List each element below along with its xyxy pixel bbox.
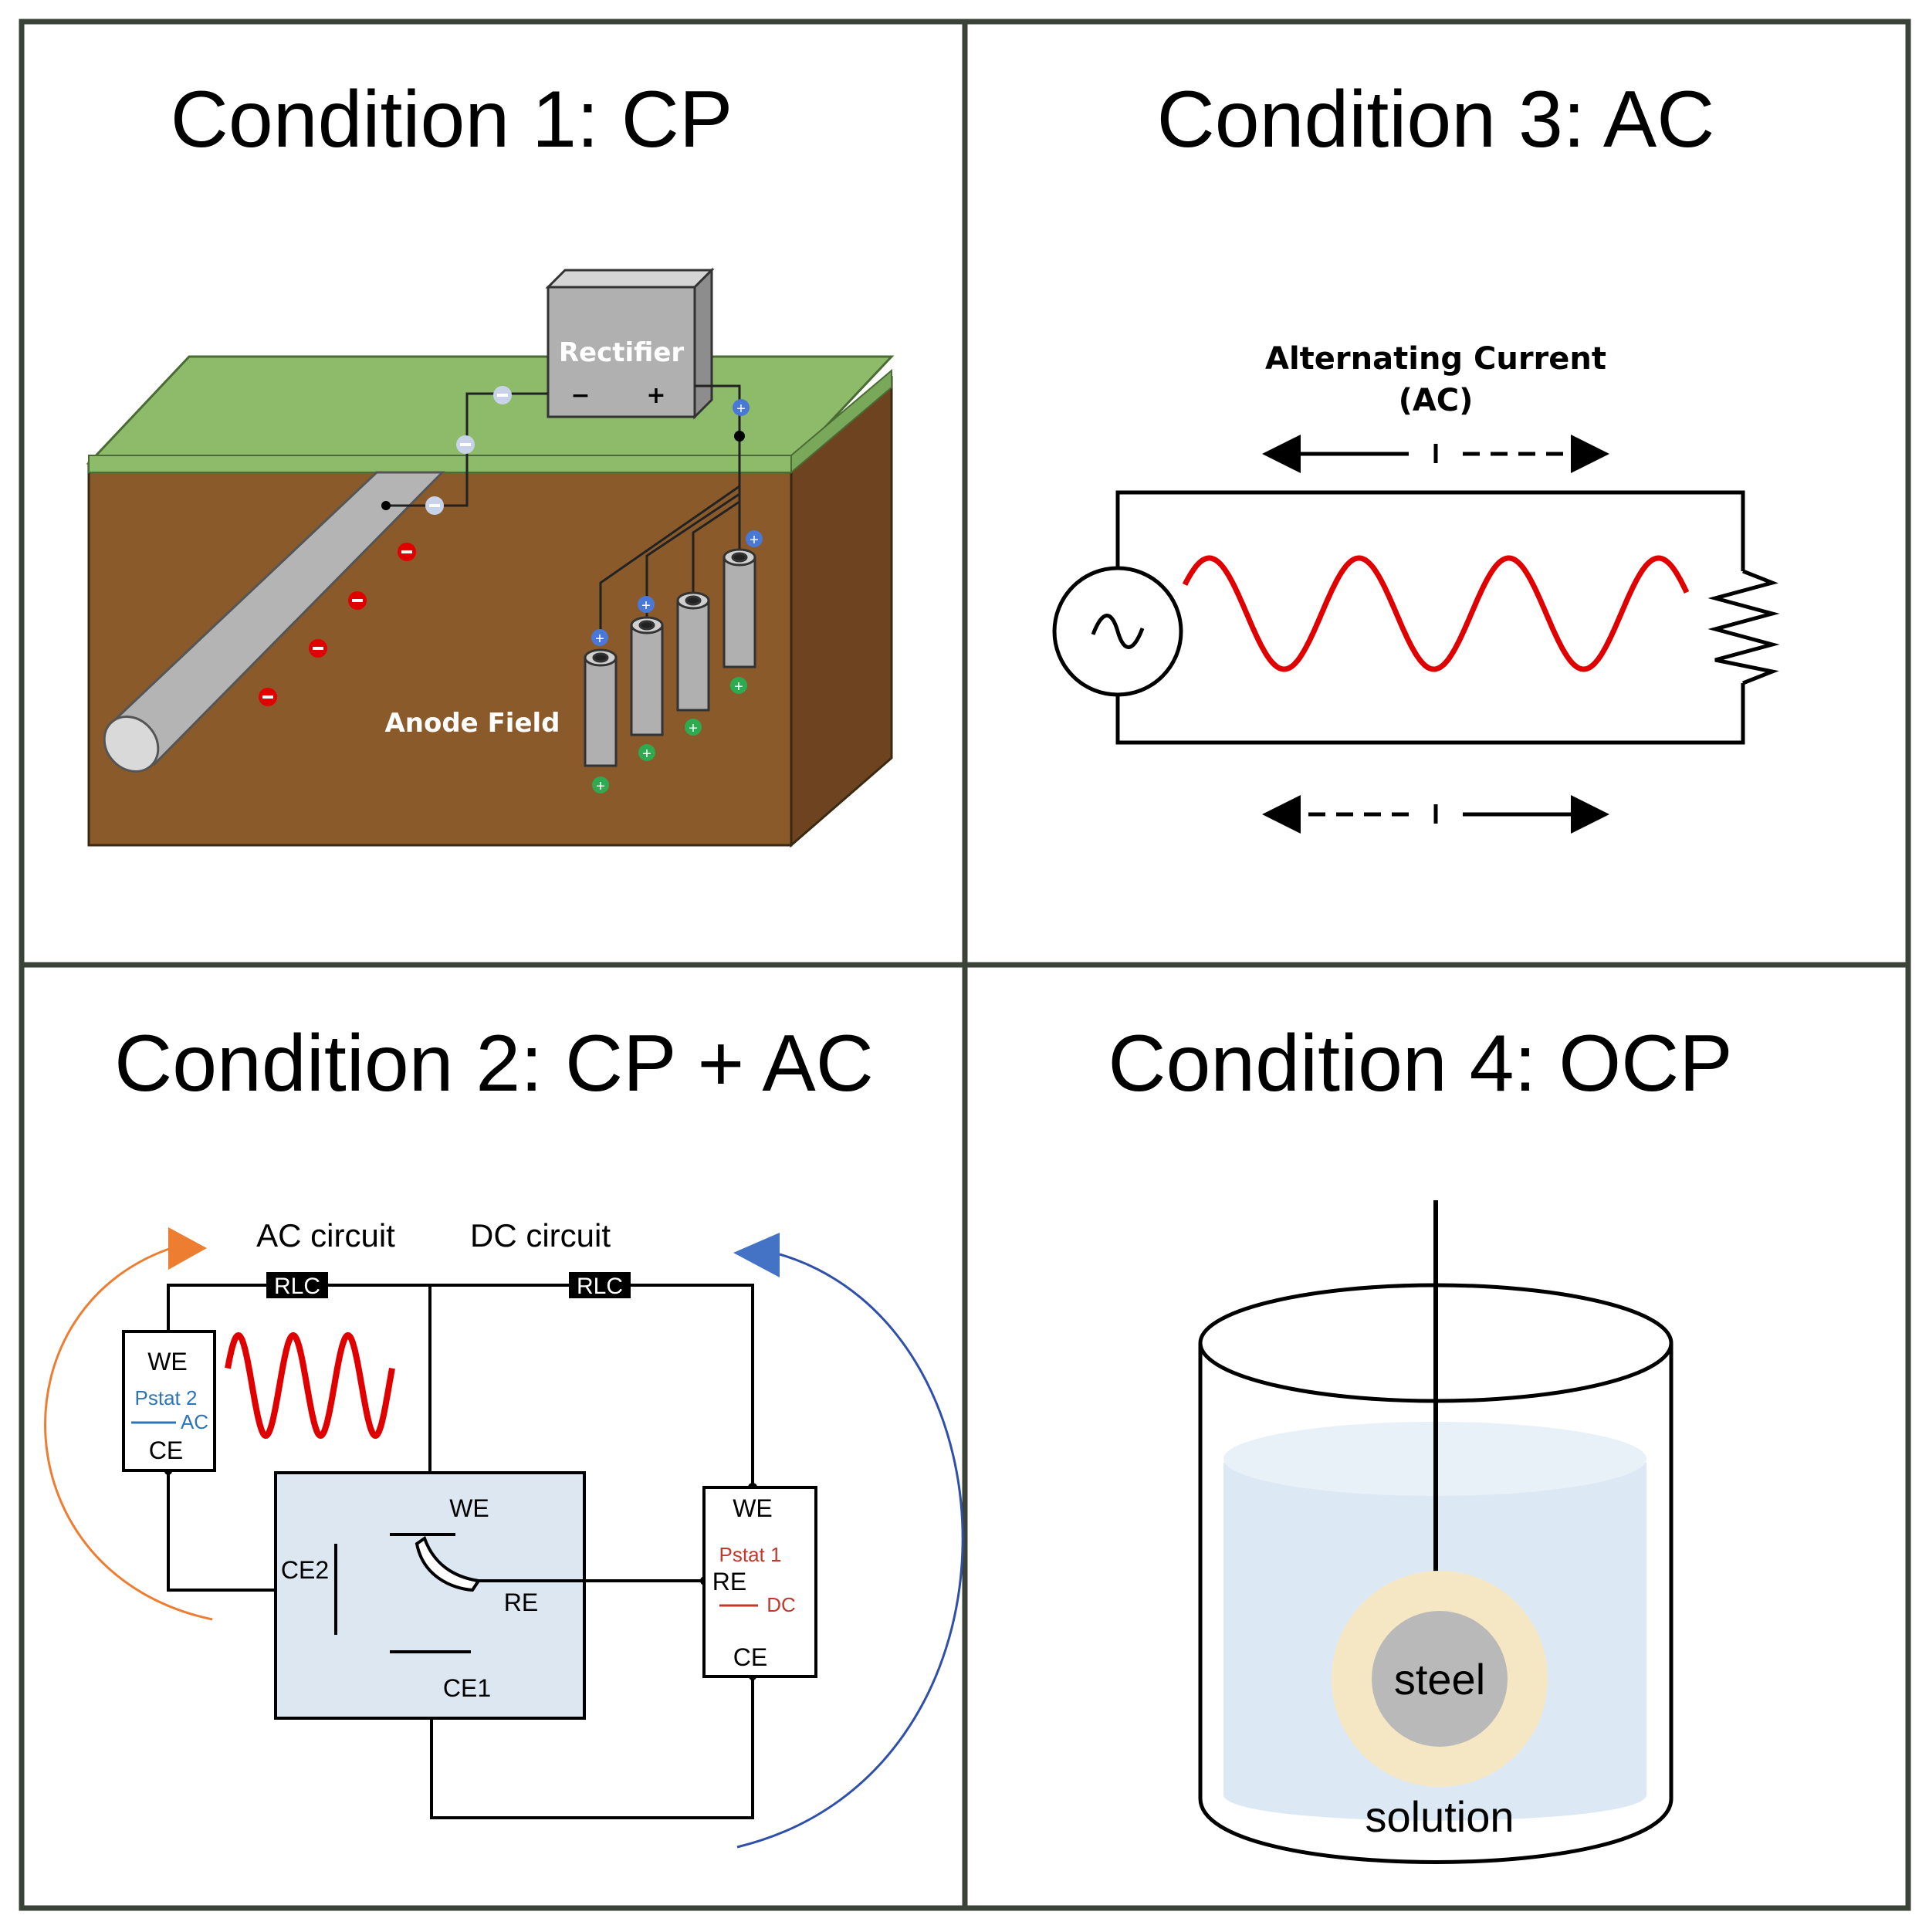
pstat1-name: Pstat 1 xyxy=(719,1543,782,1566)
wire-charges: + + + + xyxy=(425,386,763,648)
panel-2-title: Condition 2: CP + AC xyxy=(114,1019,874,1108)
cell-electrodes xyxy=(334,1533,705,1653)
rectifier-minus-terminal: − xyxy=(570,382,590,409)
negative-charge-icon xyxy=(398,543,416,561)
cp-ground-block xyxy=(86,355,895,848)
positive-charge-icon: + xyxy=(591,629,608,648)
cell-ce1-label: CE1 xyxy=(443,1674,491,1702)
ac-sine-wave xyxy=(1182,555,1690,672)
svg-text:+: + xyxy=(642,746,651,763)
steel-label: steel xyxy=(1394,1655,1485,1704)
negative-charge-icon xyxy=(259,688,277,706)
rectifier-label: Rectifier xyxy=(559,337,685,368)
pstat2-name: Pstat 2 xyxy=(135,1386,198,1409)
ac-source-icon xyxy=(1052,566,1183,697)
ac-direction-arrows-top xyxy=(1262,435,1609,473)
svg-text:+: + xyxy=(734,678,743,695)
cell-re-label: RE xyxy=(504,1589,538,1616)
pstat2-ce: CE xyxy=(149,1436,183,1464)
negative-charge-icon xyxy=(425,496,444,515)
ac-signal-wave xyxy=(225,1331,395,1440)
pstat2-box: WE Pstat 2 AC CE xyxy=(122,1330,216,1472)
ac-caption-line2: (AC) xyxy=(1399,383,1474,418)
svg-text:+: + xyxy=(736,401,746,418)
positive-charge-icon: + xyxy=(638,744,655,763)
positive-charge-icon: + xyxy=(746,530,763,549)
rlc-right-label: RLC xyxy=(577,1274,623,1299)
positive-charge-icon: + xyxy=(733,399,750,418)
svg-text:+: + xyxy=(689,720,698,737)
panel-4-title: Condition 4: OCP xyxy=(1108,1019,1732,1108)
buried-pipe xyxy=(103,471,445,773)
svg-text:+: + xyxy=(750,532,759,549)
panel-condition-3: Condition 3: AC Alternating Current (AC) xyxy=(1052,75,1780,834)
ac-caption-line1: Alternating Current xyxy=(1265,341,1606,377)
positive-charge-icon: + xyxy=(638,596,655,614)
rlc-right-box: RLC xyxy=(569,1272,631,1299)
electron-charges xyxy=(259,543,416,706)
positive-charge-icon: + xyxy=(685,719,702,737)
dc-loop-arrow xyxy=(733,1233,964,1849)
positive-charge-icon: + xyxy=(592,777,609,795)
resistor-icon xyxy=(1707,569,1780,685)
pstat1-ce: CE xyxy=(733,1643,767,1671)
anode-field: Anode Field xyxy=(384,548,756,767)
anode-field-label: Anode Field xyxy=(384,708,560,739)
pstat1-we: WE xyxy=(733,1494,773,1522)
steel-sample: steel xyxy=(1332,1571,1548,1787)
negative-charge-icon xyxy=(348,591,367,610)
pstat1-mode: DC xyxy=(767,1593,796,1616)
pstat1-re: RE xyxy=(712,1568,746,1595)
anode-charges: + + + + xyxy=(592,677,747,795)
pstat1-box: WE Pstat 1 RE DC CE xyxy=(702,1486,817,1678)
rectifier-box: Rectifier − + xyxy=(545,267,715,420)
pstat2-mode: AC xyxy=(181,1410,208,1433)
svg-text:+: + xyxy=(641,597,651,614)
negative-charge-icon xyxy=(456,435,475,454)
rectifier-ground-point xyxy=(734,431,745,442)
panel-grid-frame xyxy=(19,19,1911,1911)
rectifier-plus-terminal: + xyxy=(646,382,665,409)
svg-text:+: + xyxy=(596,778,605,795)
pipe-connection-point xyxy=(381,501,391,510)
panel-1-title: Condition 1: CP xyxy=(171,75,733,164)
panel-3-title: Condition 3: AC xyxy=(1157,75,1715,164)
panel-condition-2: Condition 2: CP + AC AC circuit DC circu… xyxy=(44,1019,964,1849)
negative-charge-icon xyxy=(493,386,512,404)
solution-label: solution xyxy=(1365,1792,1514,1841)
ac-circuit-loop xyxy=(1115,490,1780,745)
svg-text:+: + xyxy=(595,631,604,648)
negative-charge-icon xyxy=(309,639,327,658)
panel-condition-1: Condition 1: CP Rectifier − + xyxy=(86,75,895,848)
rlc-left-box: RLC xyxy=(266,1272,328,1299)
panel-condition-4: Condition 4: OCP steel solution xyxy=(1108,1019,1733,1864)
ac-direction-arrows-bottom xyxy=(1262,795,1609,834)
positive-charge-icon: + xyxy=(730,677,747,695)
ac-circuit-label: AC circuit xyxy=(256,1217,395,1254)
electrochemical-cell: WE CE2 RE CE1 xyxy=(274,1471,586,1720)
pstat2-we: WE xyxy=(147,1348,188,1375)
cell-we-label: WE xyxy=(449,1494,489,1522)
ac-loop-arrow xyxy=(44,1227,213,1621)
dc-circuit-label: DC circuit xyxy=(470,1217,611,1254)
cell-ce2-label: CE2 xyxy=(281,1556,329,1584)
rlc-left-label: RLC xyxy=(274,1274,320,1299)
